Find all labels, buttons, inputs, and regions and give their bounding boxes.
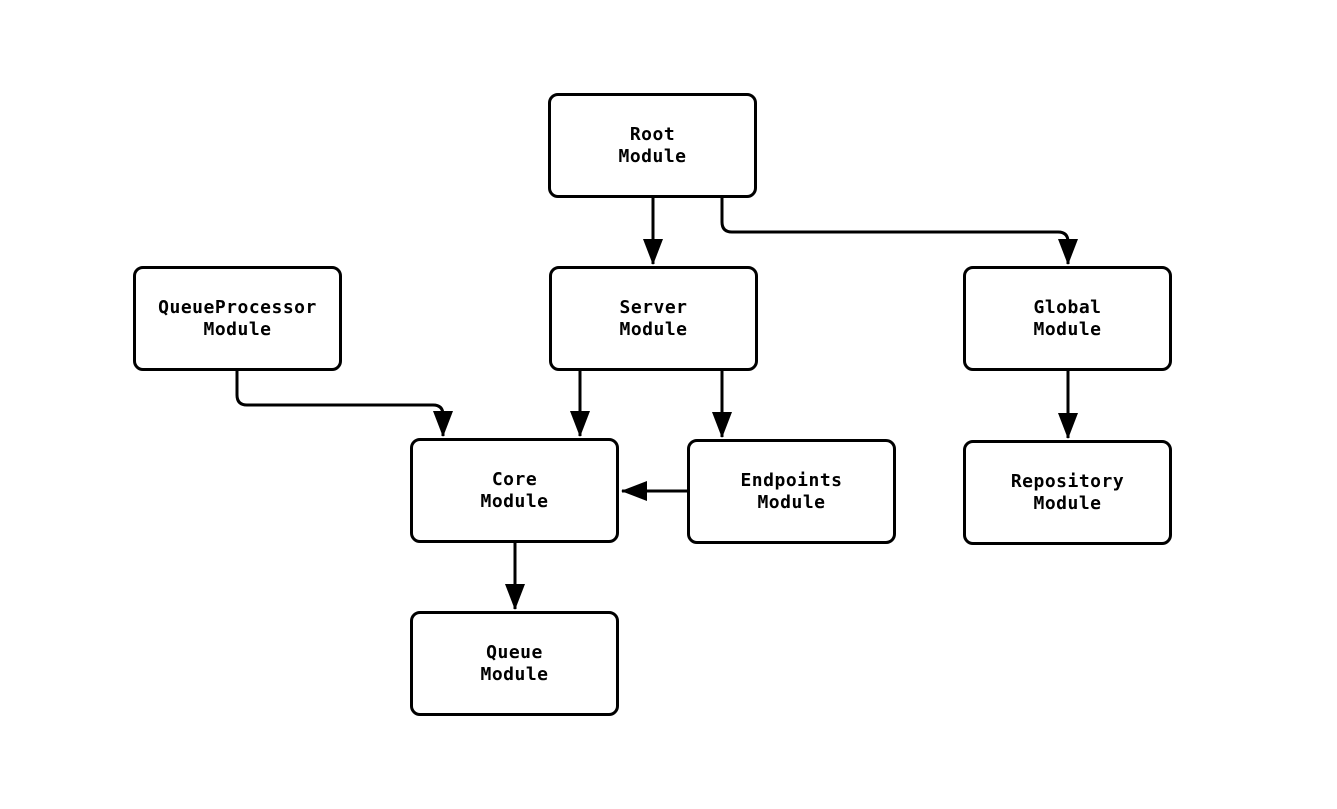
edge-queueprocessor-to-core — [235, 371, 453, 437]
node-root-module: Root Module — [548, 93, 757, 198]
node-core-module-label: Core Module — [480, 468, 549, 512]
edge-root-to-global — [720, 198, 1078, 265]
node-endpoints-module-label: Endpoints Module — [740, 469, 843, 513]
node-endpoints-module: Endpoints Module — [687, 439, 896, 544]
node-repository-module: Repository Module — [963, 440, 1172, 545]
node-global-module-label: Global Module — [1033, 296, 1102, 340]
node-queue-module-label: Queue Module — [480, 641, 549, 685]
node-root-module-label: Root Module — [618, 123, 687, 167]
node-core-module: Core Module — [410, 438, 619, 543]
node-queueprocessor-module-label: QueueProcessor Module — [158, 296, 317, 340]
node-queueprocessor-module: QueueProcessor Module — [133, 266, 342, 371]
node-repository-module-label: Repository Module — [1010, 470, 1125, 514]
node-server-module-label: Server Module — [619, 296, 688, 340]
node-global-module: Global Module — [963, 266, 1172, 371]
node-queue-module: Queue Module — [410, 611, 619, 716]
node-server-module: Server Module — [549, 266, 758, 371]
